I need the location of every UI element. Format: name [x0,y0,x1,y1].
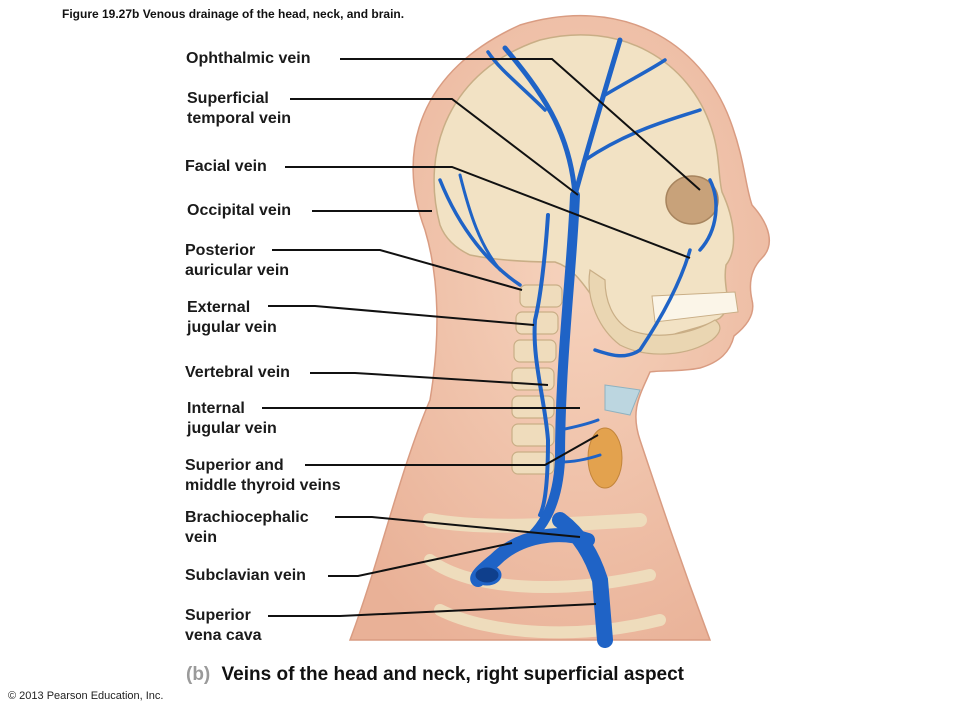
label-thyroid-line1: Superior and [185,457,284,474]
orbit [665,175,719,225]
caption-text: Veins of the head and neck, right superf… [221,664,685,685]
label-brachiocephalic-vein: Brachiocephalic vein [185,508,309,548]
label-posterior-auricular-vein: Posterior auricular vein [185,241,289,281]
label-superior-vena-cava: Superior vena cava [185,606,262,646]
label-superficial-temporal-vein: Superficial temporal vein [187,89,291,129]
label-svc-line1: Superior [185,607,251,624]
teeth [651,291,739,323]
copyright-notice: © 2013 Pearson Education, Inc. [8,690,164,702]
label-brachiocephalic-line1: Brachiocephalic [185,509,309,526]
label-superficial-temporal-line1: Superficial [187,90,269,107]
leader-facial [285,166,691,259]
leader-posterior-auricular [272,249,523,291]
label-brachiocephalic-line2: vein [185,529,218,546]
label-facial-line1: Facial vein [185,158,267,175]
leader-ophthalmic [340,58,701,191]
label-thyroid-veins: Superior and middle thyroid veins [185,456,341,496]
label-vertebral-vein: Vertebral vein [185,363,290,383]
label-superficial-temporal-line2: temporal vein [187,110,292,127]
leader-thyroid [305,434,599,466]
label-subclavian-line1: Subclavian vein [185,567,306,584]
label-svc-line2: vena cava [185,627,262,644]
label-external-jugular-line1: External [187,299,251,316]
label-posterior-auricular-line1: Posterior [185,242,256,259]
label-vertebral-line1: Vertebral vein [185,364,290,381]
label-occipital-vein: Occipital vein [187,201,291,221]
label-occipital-line1: Occipital vein [187,202,292,219]
label-thyroid-line2: middle thyroid veins [185,477,341,494]
leader-subclavian [328,542,513,577]
label-internal-jugular-line2: jugular vein [187,420,277,437]
label-external-jugular-line2: jugular vein [187,319,277,336]
label-external-jugular-vein: External jugular vein [187,298,277,338]
label-internal-jugular-vein: Internal jugular vein [187,399,277,439]
skull [433,34,735,341]
label-subclavian-vein: Subclavian vein [185,566,306,586]
larynx [604,384,641,416]
leader-svc [268,603,597,617]
leader-lines [262,58,701,617]
leader-vertebral [310,372,549,386]
leader-superficial-temporal [290,98,579,196]
figure-caption: (b) Veins of the head and neck, right su… [186,664,684,686]
label-internal-jugular-line1: Internal [187,400,245,417]
label-posterior-auricular-line2: auricular vein [185,262,290,279]
clavicle [423,513,647,533]
label-ophthalmic-vein: Ophthalmic vein [186,49,310,69]
mandible [588,268,721,355]
leader-brachiocephalic [335,516,581,538]
leader-external-jugular [268,305,535,326]
rib-2 [434,604,666,639]
subclavian-opening [472,564,502,586]
label-facial-vein: Facial vein [185,157,267,177]
figure-title: Figure 19.27b Venous drainage of the hea… [62,7,405,21]
rib-1 [424,554,656,593]
caption-tag: (b) [186,664,211,685]
label-ophthalmic-line1: Ophthalmic vein [186,50,311,67]
